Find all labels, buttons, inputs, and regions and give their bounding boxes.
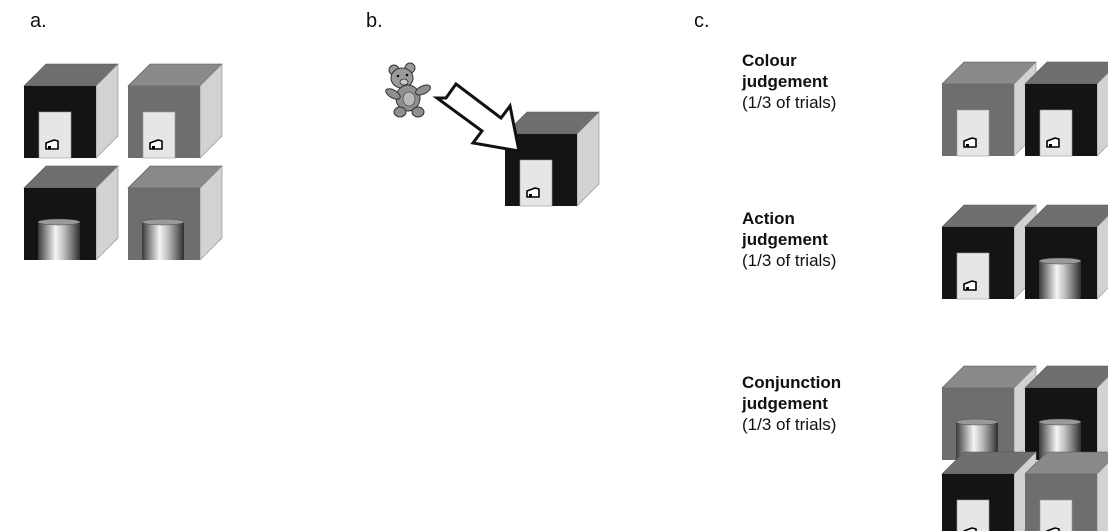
conjunction-judgement-proportion: (1/3 of trials) [742, 415, 837, 434]
box-c-action-dark-cylinder [1024, 204, 1108, 300]
action-judgement-label: Action judgement (1/3 of trials) [742, 208, 836, 271]
action-judgement-subtitle: judgement [742, 230, 828, 249]
card-tag-icon [1046, 527, 1060, 531]
box-top-face [1024, 365, 1108, 389]
card-object [956, 109, 990, 157]
card-tag-icon [526, 187, 540, 198]
box-c-conj-gray-card [1024, 451, 1108, 531]
box-c-conj-dark-cylinder [1024, 365, 1108, 461]
box-top-face [1024, 204, 1108, 228]
card-object [956, 499, 990, 531]
action-judgement-proportion: (1/3 of trials) [742, 251, 837, 270]
card-object [142, 111, 176, 159]
box-c-conj-gray-cylinder [941, 365, 1037, 461]
panel-label-b: b. [366, 10, 383, 32]
arrow-icon [432, 81, 521, 153]
box-c-colour-gray-card [941, 61, 1037, 157]
box-a-dark-card [23, 63, 119, 159]
box-a-gray-card [127, 63, 223, 159]
card-tag-icon [1046, 137, 1060, 148]
card-tag-icon [963, 137, 977, 148]
conjunction-judgement-subtitle: judgement [742, 394, 828, 413]
box-a-dark-cylinder [23, 165, 119, 261]
box-c-conj-dark-card [941, 451, 1037, 531]
card-tag-icon [45, 139, 59, 150]
colour-judgement-label: Colour judgement (1/3 of trials) [742, 50, 836, 113]
card-object [1039, 499, 1073, 531]
action-judgement-title: Action [742, 209, 795, 228]
conjunction-judgement-title: Conjunction [742, 373, 842, 392]
card-object [519, 159, 553, 207]
cylinder-object [1039, 261, 1081, 299]
box-top-face [1024, 61, 1108, 85]
card-tag-icon [963, 527, 977, 531]
cylinder-object [142, 222, 184, 260]
colour-judgement-proportion: (1/3 of trials) [742, 93, 837, 112]
panel-label-c: c. [694, 10, 710, 32]
boxes-layer [23, 61, 1108, 531]
box-c-action-dark-card [941, 204, 1037, 300]
card-object [38, 111, 72, 159]
card-object [1039, 109, 1073, 157]
box-a-gray-cylinder [127, 165, 223, 261]
colour-judgement-title: Colour [742, 51, 797, 70]
box-b-dark-card [504, 111, 600, 207]
teddy-bear-icon [385, 62, 431, 118]
card-tag-icon [963, 280, 977, 291]
conjunction-judgement-label: Conjunction judgement (1/3 of trials) [742, 372, 841, 435]
card-tag-icon [149, 139, 163, 150]
colour-judgement-subtitle: judgement [742, 72, 828, 91]
panel-label-a: a. [30, 10, 47, 32]
card-object [956, 252, 990, 300]
cylinder-object [38, 222, 80, 260]
box-c-colour-dark-card [1024, 61, 1108, 157]
